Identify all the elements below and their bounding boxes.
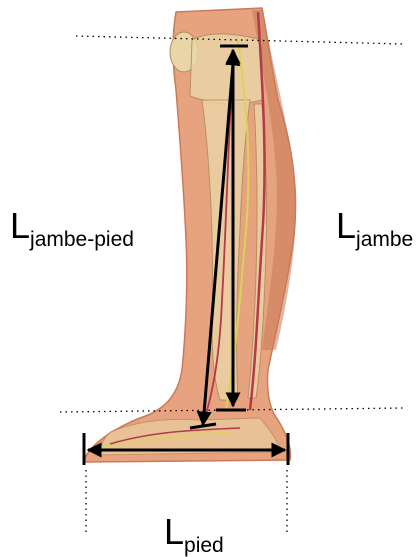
label-l-pied: Lpied — [164, 514, 224, 550]
label-l-jambe-pied-sub: jambe-pied — [30, 228, 134, 251]
label-l-jambe-sub: jambe — [356, 228, 413, 251]
label-l-jambe: Ljambe — [336, 208, 413, 244]
label-l-jambe-pied-main: L — [10, 205, 30, 246]
label-l-jambe-pied: Ljambe-pied — [10, 208, 134, 244]
label-l-jambe-main: L — [336, 205, 356, 246]
label-l-pied-main: L — [164, 511, 184, 552]
knee-joint — [190, 34, 262, 104]
